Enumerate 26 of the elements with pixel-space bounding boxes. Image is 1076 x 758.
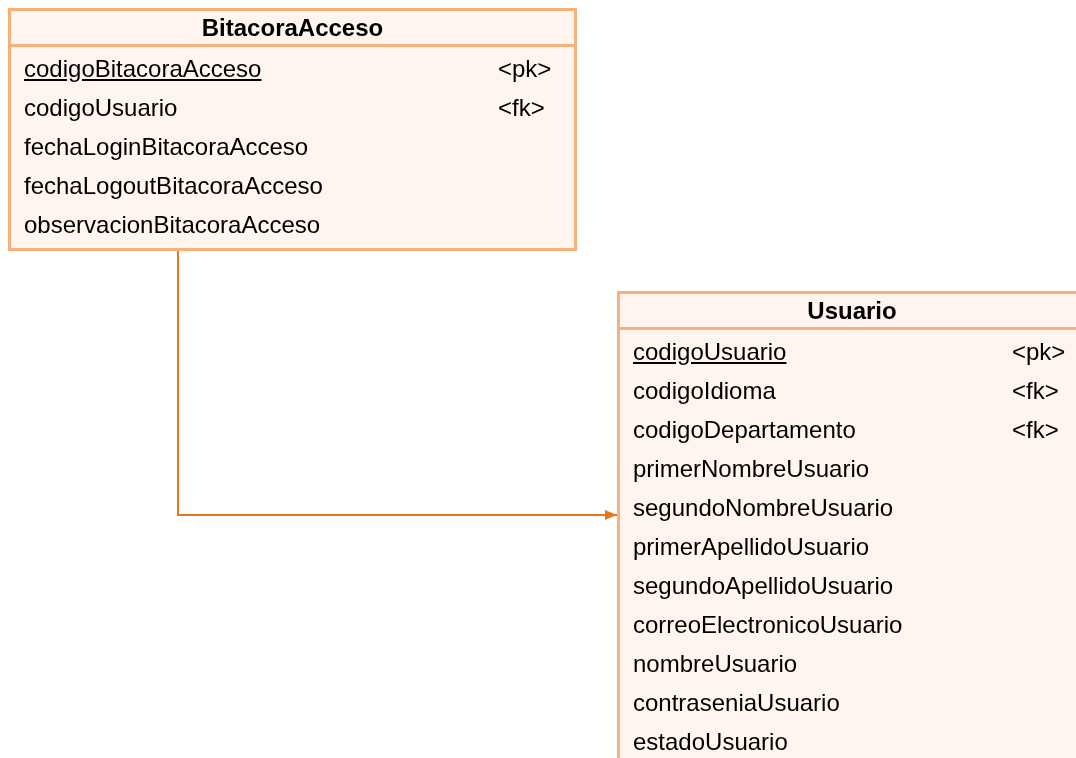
key-marker: <fk> [1012, 415, 1059, 445]
attribute-name: estadoUsuario [633, 727, 788, 757]
key-marker: <fk> [1012, 376, 1059, 406]
entity-table [617, 291, 1076, 758]
attribute-name: contraseniaUsuario [633, 688, 840, 718]
attribute-name: codigoUsuario [24, 93, 178, 123]
attribute-name: segundoApellidoUsuario [633, 571, 894, 601]
attribute-name: primerApellidoUsuario [633, 532, 870, 562]
arrow [177, 250, 618, 520]
attribute-name: observacionBitacoraAcceso [24, 210, 321, 240]
entity-table [8, 8, 577, 251]
attribute-name: correoElectronicoUsuario [633, 610, 903, 640]
attribute-name: codigoBitacoraAcceso [24, 54, 262, 84]
table-name: BitacoraAcceso [11, 11, 574, 47]
key-marker: <fk> [498, 93, 545, 123]
attribute-name: fechaLogoutBitacoraAcceso [24, 171, 323, 201]
attribute-name: primerNombreUsuario [633, 454, 870, 484]
attribute-name: fechaLoginBitacoraAcceso [24, 132, 309, 162]
table-name: Usuario [620, 294, 1076, 330]
attribute-name: nombreUsuario [633, 649, 798, 679]
attribute-name: codigoDepartamento [633, 415, 856, 445]
key-marker: <pk> [498, 54, 552, 84]
attribute-name: codigoIdioma [633, 376, 776, 406]
attribute-name: segundoNombreUsuario [633, 493, 894, 523]
attribute-name: codigoUsuario [633, 337, 787, 367]
key-marker: <pk> [1012, 337, 1066, 367]
